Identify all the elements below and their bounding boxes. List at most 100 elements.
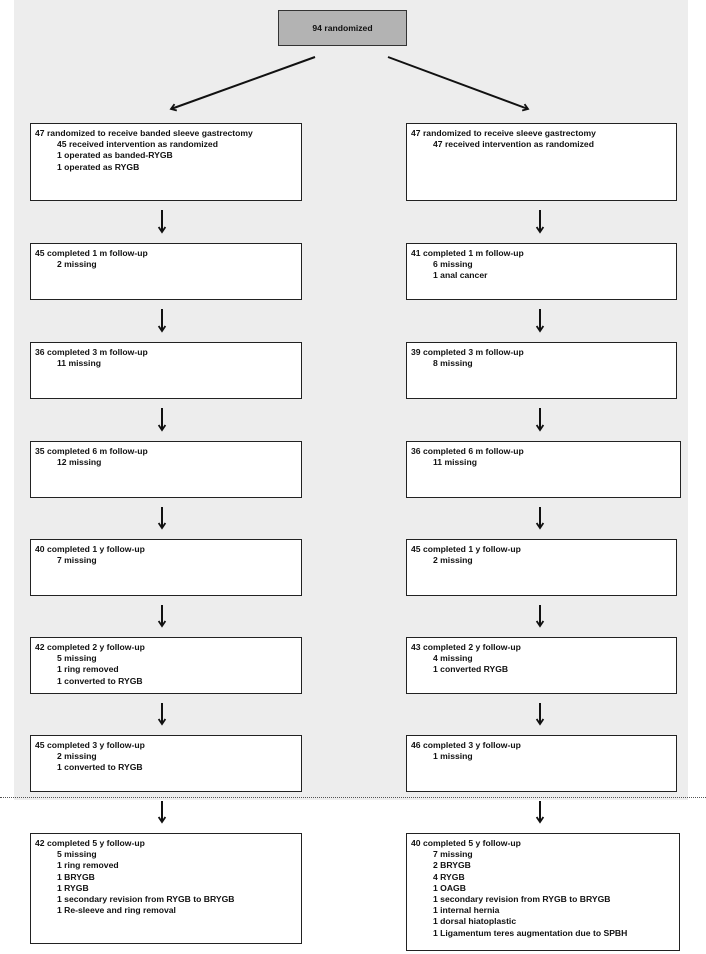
left-box-1: 47 randomized to receive banded sleeve g…: [30, 123, 302, 201]
box-heading-text: completed 3 m follow-up: [46, 347, 148, 357]
box-heading: 46 completed 3 y follow-up: [411, 740, 672, 751]
root-to-right-arrow-shaft: [387, 56, 529, 110]
box-detail-line: 1 Ligamentum teres augmentation due to S…: [433, 927, 628, 938]
box-count: 39: [411, 347, 421, 357]
box-detail-line: 7 missing: [57, 555, 97, 566]
box-detail-line: 1 internal hernia: [433, 905, 500, 916]
box-detail-line: 5 missing: [57, 653, 97, 664]
box-detail-line: 1 dorsal hiatoplastic: [433, 916, 517, 927]
box-detail-line: 2 BRYGB: [433, 860, 471, 871]
box-heading: 47 randomized to receive sleeve gastrect…: [411, 128, 672, 139]
box-detail-line: 1 RYGB: [57, 882, 89, 893]
box-count: 40: [35, 544, 45, 554]
box-heading: 41 completed 1 m follow-up: [411, 248, 672, 259]
box-heading-text: completed 3 y follow-up: [422, 740, 521, 750]
right-down-arrow-3-head: [535, 424, 545, 432]
right-down-arrow-4-head: [535, 522, 545, 530]
box-detail-line: 1 missing: [433, 751, 473, 762]
box-detail-line: 7 missing: [433, 849, 473, 860]
box-count: 46: [411, 740, 421, 750]
box-detail-line: 1 secondary revision from RYGB to BRYGB: [433, 894, 611, 905]
box-heading: 42 completed 5 y follow-up: [35, 838, 297, 849]
box-count: 35: [35, 446, 45, 456]
box-detail-line: 11 missing: [433, 457, 477, 468]
box-detail-line: 4 RYGB: [433, 871, 465, 882]
right-box-1: 47 randomized to receive sleeve gastrect…: [406, 123, 677, 201]
box-heading: 39 completed 3 m follow-up: [411, 347, 672, 358]
box-detail-line: 1 ring removed: [57, 860, 119, 871]
box-heading-text: completed 6 m follow-up: [422, 446, 524, 456]
box-heading-text: completed 2 y follow-up: [46, 642, 145, 652]
box-heading: 40 completed 5 y follow-up: [411, 838, 675, 849]
box-detail-line: 2 missing: [57, 751, 97, 762]
box-count: 43: [411, 642, 421, 652]
left-down-arrow-7-head: [157, 816, 167, 824]
box-detail-line: 1 operated as banded-RYGB: [57, 150, 173, 161]
box-detail-line: 1 converted to RYGB: [57, 762, 143, 773]
box-count: 47: [411, 128, 421, 138]
box-detail-line: 1 operated as RYGB: [57, 161, 140, 172]
left-down-arrow-5-head: [157, 620, 167, 628]
box-count: 40: [411, 838, 421, 848]
box-count: 45: [35, 740, 45, 750]
right-down-arrow-1-head: [535, 226, 545, 234]
box-heading-text: completed 5 y follow-up: [46, 838, 145, 848]
box-count: 45: [35, 248, 45, 258]
box-count: 41: [411, 248, 421, 258]
randomized-box: 94 randomized: [278, 10, 407, 46]
box-count: 36: [411, 446, 421, 456]
box-detail-line: 4 missing: [433, 653, 473, 664]
right-down-arrow-2-head: [535, 325, 545, 333]
box-heading-text: completed 1 m follow-up: [46, 248, 148, 258]
box-detail-line: 2 missing: [433, 555, 473, 566]
box-heading-text: completed 6 m follow-up: [46, 446, 148, 456]
right-down-arrow-7-head: [535, 816, 545, 824]
box-detail-line: 8 missing: [433, 358, 473, 369]
box-detail-line: 12 missing: [57, 457, 102, 468]
box-detail-line: 1 converted to RYGB: [57, 675, 143, 686]
left-down-arrow-2-head: [157, 325, 167, 333]
box-detail-line: 11 missing: [57, 358, 101, 369]
box-count: 42: [35, 838, 45, 848]
box-detail-line: 47 received intervention as randomized: [433, 139, 594, 150]
box-detail-line: 6 missing: [433, 259, 473, 270]
box-detail-line: 1 ring removed: [57, 664, 119, 675]
left-down-arrow-4-head: [157, 522, 167, 530]
root-to-left-arrow-shaft: [170, 56, 316, 110]
root-to-right-arrow-head: [521, 103, 530, 112]
box-detail-line: 1 anal cancer: [433, 270, 488, 281]
randomized-label: 94 randomized: [312, 23, 373, 33]
box-heading-text: completed 2 y follow-up: [422, 642, 521, 652]
box-detail-line: 1 secondary revision from RYGB to BRYGB: [57, 894, 235, 905]
box-detail-line: 1 Re-sleeve and ring removal: [57, 905, 176, 916]
box-heading-text: completed 1 y follow-up: [422, 544, 521, 554]
box-heading: 40 completed 1 y follow-up: [35, 544, 297, 555]
box-detail-line: 1 converted RYGB: [433, 664, 509, 675]
box-heading-text: completed 1 y follow-up: [46, 544, 145, 554]
box-detail-line: 45 received intervention as randomized: [57, 139, 218, 150]
box-heading: 45 completed 1 y follow-up: [411, 544, 672, 555]
box-heading: 35 completed 6 m follow-up: [35, 446, 297, 457]
right-down-arrow-6-head: [535, 718, 545, 726]
box-heading: 43 completed 2 y follow-up: [411, 642, 672, 653]
box-heading-text: completed 3 m follow-up: [422, 347, 524, 357]
box-heading-text: completed 5 y follow-up: [422, 838, 521, 848]
box-heading: 47 randomized to receive banded sleeve g…: [35, 128, 297, 139]
box-detail-line: 2 missing: [57, 259, 97, 270]
left-down-arrow-6-head: [157, 718, 167, 726]
root-to-left-arrow-head: [169, 103, 178, 112]
box-heading-text: completed 1 m follow-up: [422, 248, 524, 258]
box-heading: 36 completed 6 m follow-up: [411, 446, 676, 457]
box-heading-text: completed 3 y follow-up: [46, 740, 145, 750]
